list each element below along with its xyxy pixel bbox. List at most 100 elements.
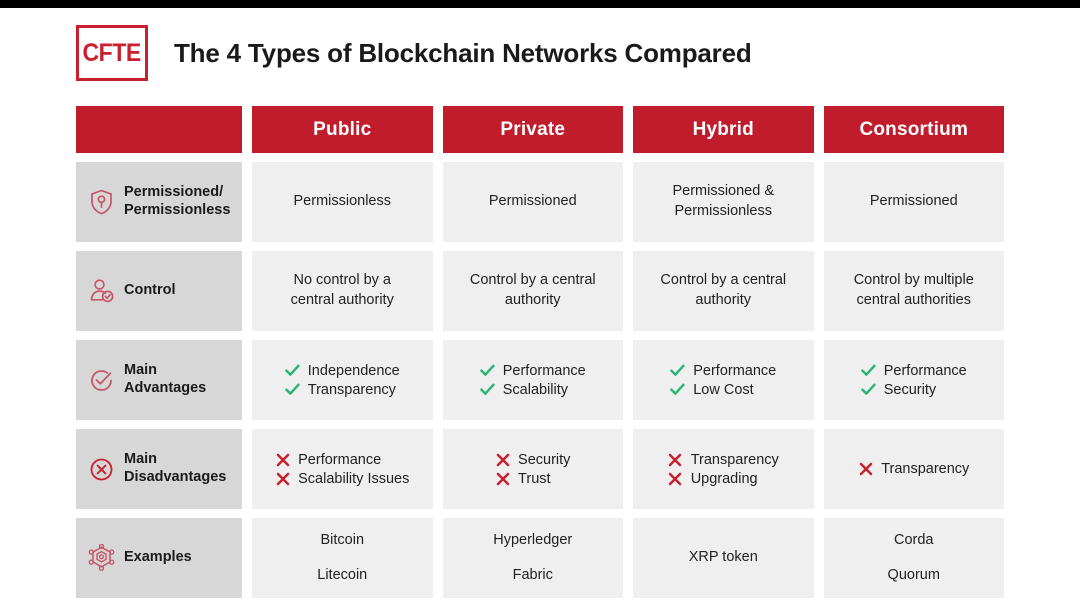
list-item: Security bbox=[860, 381, 937, 398]
infographic-page: CFTE The 4 Types of Blockchain Networks … bbox=[0, 8, 1080, 613]
row-label-permissioned: Permissioned/Permissionless bbox=[76, 162, 242, 242]
list-item: Transparency bbox=[858, 461, 969, 477]
cell-text: Permissioned bbox=[869, 193, 958, 210]
cross-icon bbox=[668, 471, 683, 486]
list-item-label: Performance bbox=[298, 451, 382, 468]
column-header-public: Public bbox=[252, 106, 433, 153]
column-header-hybrid: Hybrid bbox=[633, 106, 814, 153]
cell-disadvantages-private: Security Trust bbox=[442, 429, 623, 509]
list-item-label: Transparency bbox=[881, 461, 970, 477]
row-label-text: Control bbox=[124, 282, 176, 299]
column-header-private: Private bbox=[442, 106, 623, 153]
examples-stack: XRP token bbox=[641, 549, 806, 566]
cell-disadvantages-public: Performance Scalability Issues bbox=[252, 429, 433, 509]
column-header-label: Consortium bbox=[859, 118, 969, 140]
bullet-list: Performance Low Cost bbox=[670, 363, 776, 398]
cross-icon bbox=[495, 452, 510, 467]
column-header-label: Public bbox=[313, 118, 372, 140]
cell-examples-consortium: Corda Quorum bbox=[823, 518, 1004, 598]
blockchain-node-icon bbox=[88, 544, 115, 572]
example-item: Litecoin bbox=[317, 566, 368, 583]
cell-permissioned-public: Permissionless bbox=[252, 162, 433, 242]
example-item: Hyperledger bbox=[493, 532, 573, 549]
list-item: Independence bbox=[284, 363, 400, 379]
check-icon bbox=[670, 382, 685, 397]
cross-icon bbox=[275, 471, 290, 486]
bullet-list: Transparency Upgrading bbox=[668, 452, 779, 487]
examples-stack: Corda Quorum bbox=[832, 532, 997, 584]
list-item-label: Scalability Issues bbox=[298, 470, 410, 487]
page-title: The 4 Types of Blockchain Networks Compa… bbox=[174, 37, 752, 68]
check-icon bbox=[670, 363, 685, 378]
list-item: Upgrading bbox=[668, 471, 758, 487]
column-header-label: Hybrid bbox=[692, 118, 754, 140]
list-item: Scalability Issues bbox=[275, 471, 409, 487]
check-icon bbox=[860, 363, 876, 378]
cfte-logo: CFTE bbox=[76, 25, 148, 81]
list-item: Performance bbox=[479, 362, 586, 379]
page-header: CFTE The 4 Types of Blockchain Networks … bbox=[0, 8, 1080, 81]
list-item-label: Upgrading bbox=[690, 470, 758, 487]
cell-examples-hybrid: XRP token bbox=[633, 518, 814, 598]
cell-permissioned-consortium: Permissioned bbox=[823, 162, 1004, 242]
check-icon bbox=[479, 363, 495, 378]
table-header-row: Public Private Hybrid Consortium bbox=[76, 106, 1004, 153]
bullet-list: Performance Scalability Issues bbox=[275, 452, 409, 487]
cell-disadvantages-hybrid: Transparency Upgrading bbox=[633, 429, 814, 509]
list-item-label: Scalability bbox=[502, 381, 569, 398]
circle-check-icon bbox=[88, 367, 115, 394]
cell-text: Permissionless bbox=[293, 193, 392, 210]
list-item-label: Transparency bbox=[307, 381, 396, 398]
cell-disadvantages-consortium: Transparency bbox=[823, 429, 1004, 509]
list-item-label: Security bbox=[883, 381, 937, 398]
check-icon bbox=[860, 382, 876, 397]
user-check-icon bbox=[88, 278, 115, 305]
shield-key-icon bbox=[88, 189, 115, 216]
example-item: Corda bbox=[894, 532, 934, 549]
cell-advantages-private: Performance Scalability bbox=[442, 340, 623, 420]
check-icon bbox=[284, 363, 300, 378]
list-item: Performance bbox=[275, 452, 381, 468]
example-item: Bitcoin bbox=[320, 532, 365, 549]
bullet-list: Transparency bbox=[858, 461, 969, 477]
list-item: Performance bbox=[860, 362, 967, 379]
cell-permissioned-hybrid: Permissioned &Permissionless bbox=[633, 162, 814, 242]
row-label-text: Examples bbox=[124, 549, 192, 566]
list-item-label: Performance bbox=[693, 362, 777, 379]
list-item: Low Cost bbox=[670, 382, 754, 398]
cell-text: Permissioned &Permissionless bbox=[672, 183, 775, 219]
cell-text: Permissioned bbox=[488, 193, 577, 210]
list-item-label: Performance bbox=[502, 362, 586, 379]
bullet-list: Performance Security bbox=[860, 362, 967, 398]
check-icon bbox=[479, 382, 495, 397]
bullet-list: Security Trust bbox=[495, 452, 570, 487]
check-icon bbox=[284, 382, 300, 397]
table-row: Permissioned/Permissionless Permissionle… bbox=[76, 162, 1004, 242]
table-corner-cell bbox=[76, 106, 242, 153]
list-item: Performance bbox=[670, 363, 776, 379]
bullet-list: Performance Scalability bbox=[479, 362, 586, 398]
cell-examples-public: Bitcoin Litecoin bbox=[252, 518, 433, 598]
list-item-label: Transparency bbox=[690, 451, 779, 468]
example-item: XRP token bbox=[688, 549, 758, 566]
top-black-bar bbox=[0, 0, 1080, 8]
cell-advantages-consortium: Performance Security bbox=[823, 340, 1004, 420]
circle-cross-icon bbox=[88, 456, 115, 483]
examples-stack: Bitcoin Litecoin bbox=[260, 532, 425, 584]
cell-advantages-public: Independence Transparency bbox=[252, 340, 433, 420]
list-item-label: Performance bbox=[883, 362, 967, 379]
row-label-control: Control bbox=[76, 251, 242, 331]
example-item: Fabric bbox=[512, 566, 553, 583]
